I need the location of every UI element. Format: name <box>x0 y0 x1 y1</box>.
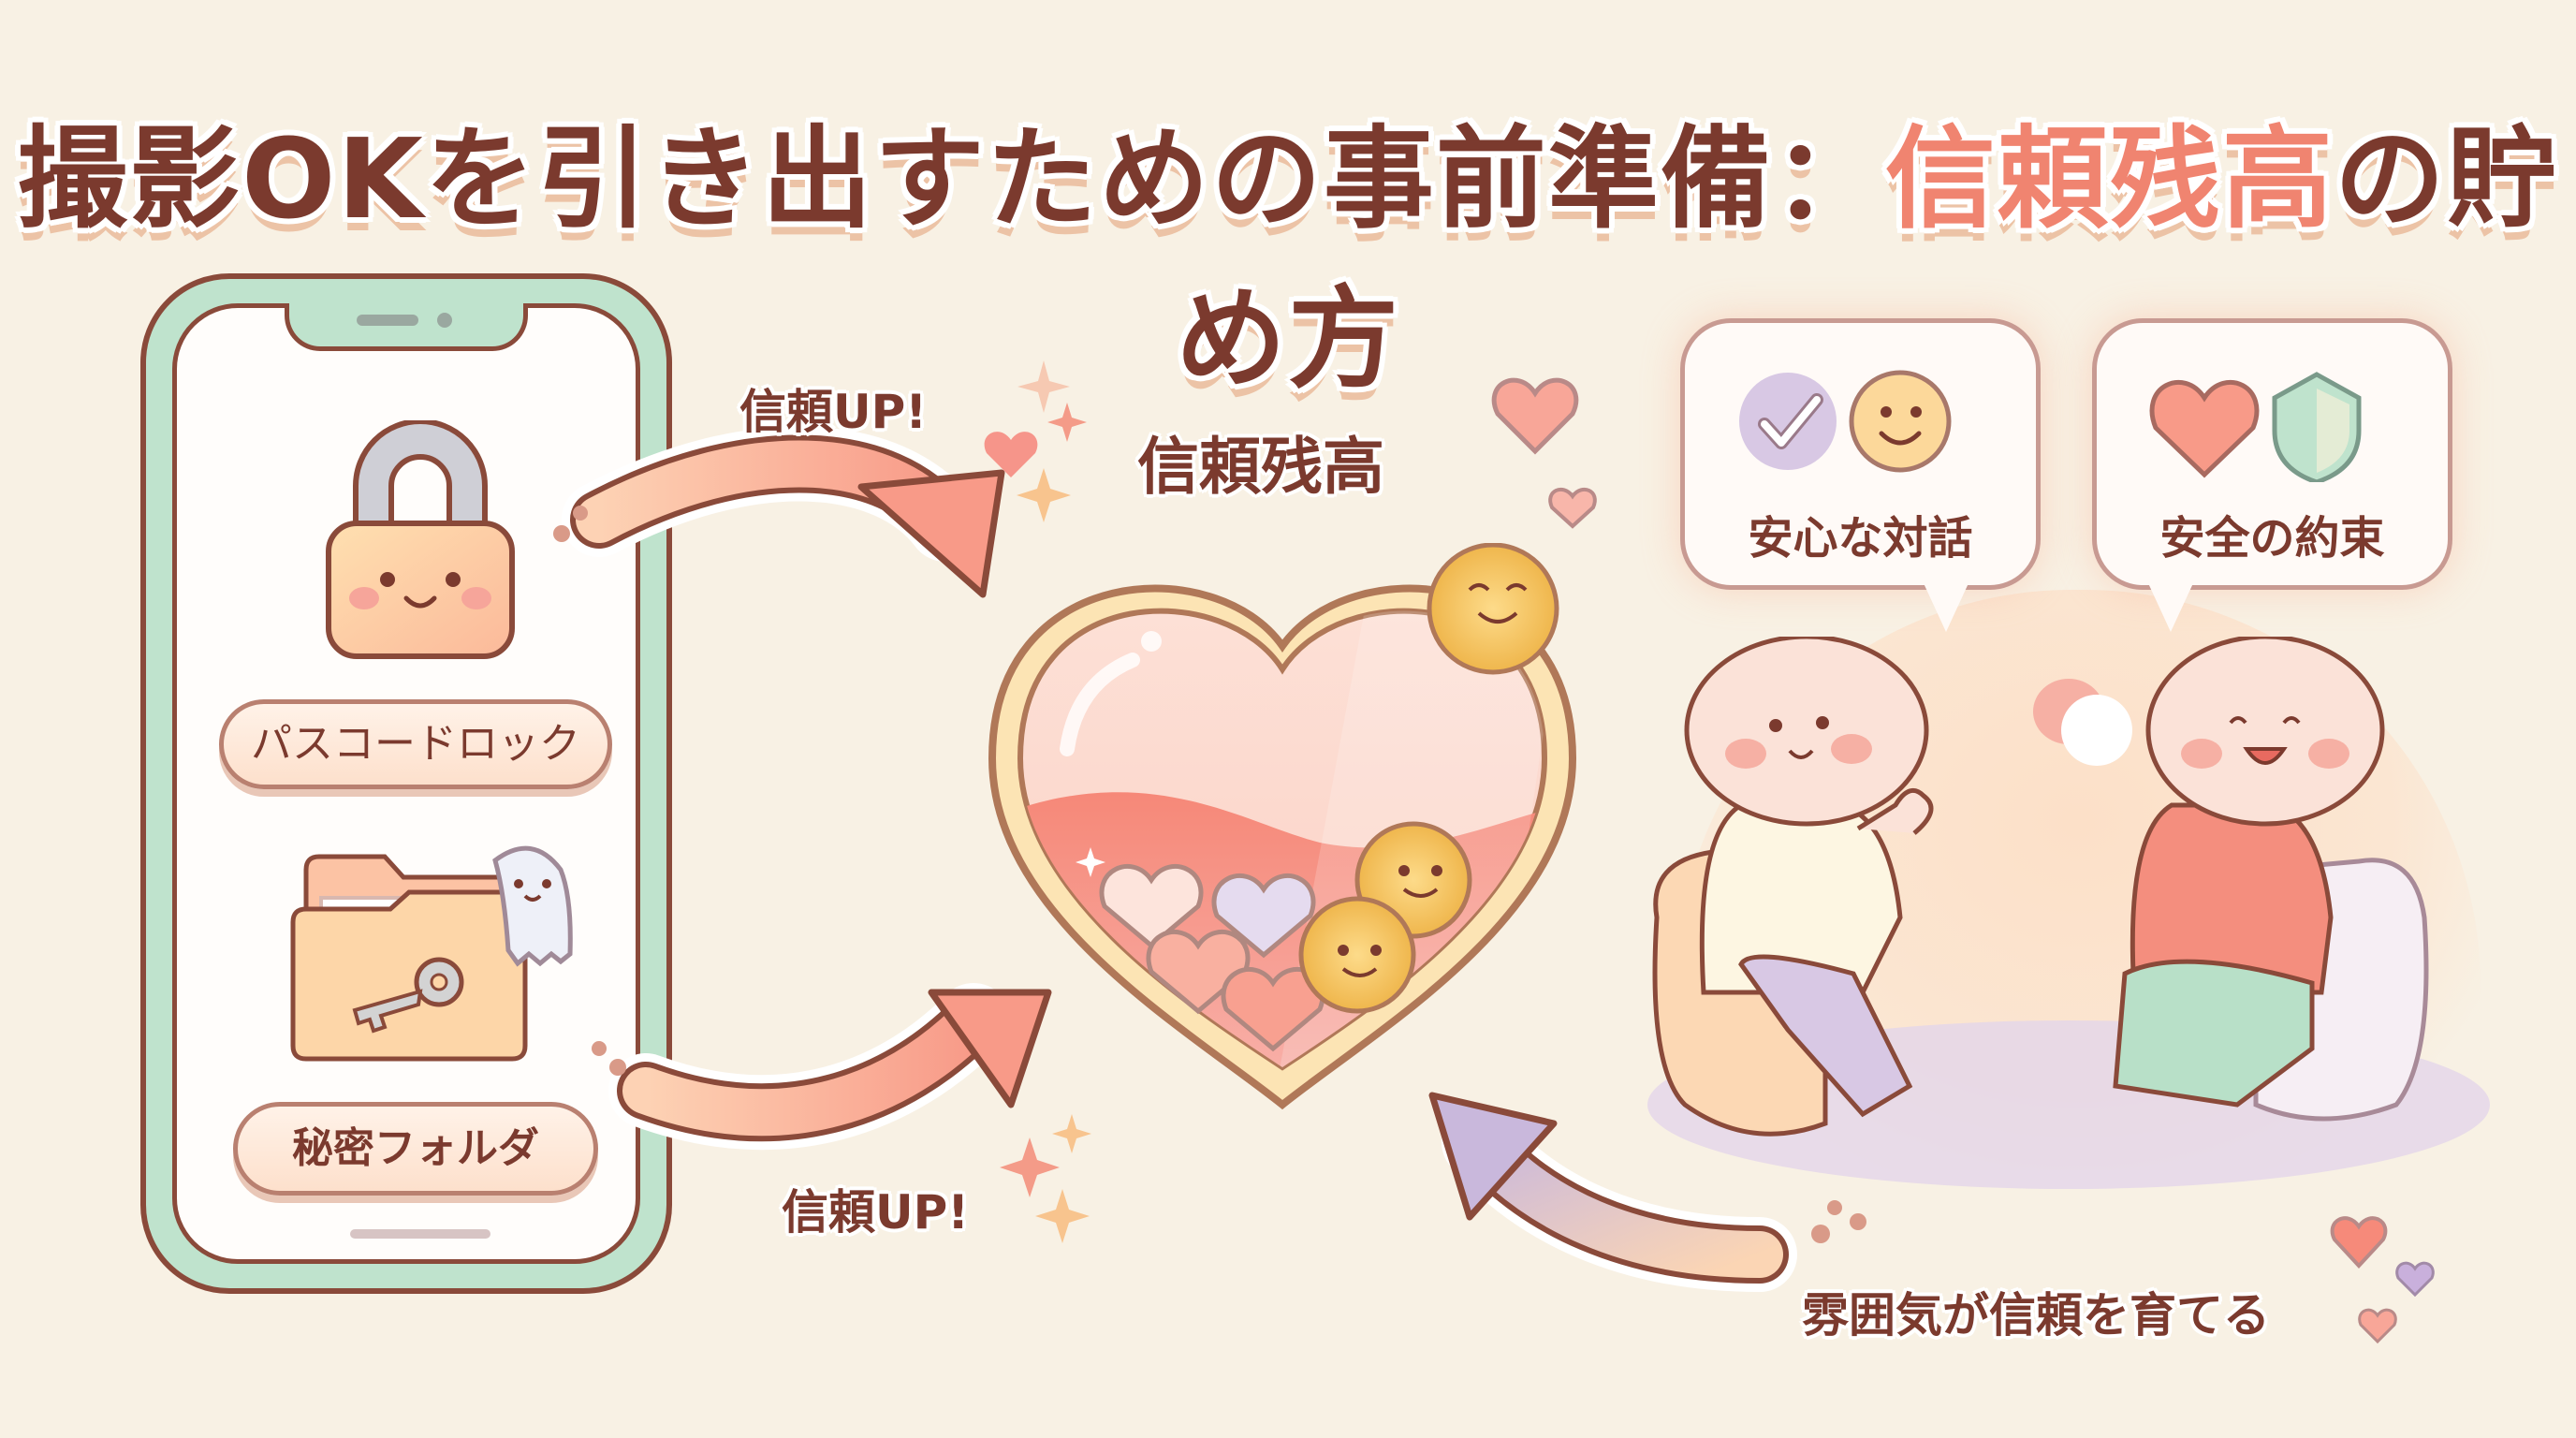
floating-hearts-decor <box>984 377 2435 1344</box>
sparkles-decor <box>1000 360 1091 1243</box>
arrow-top-icon <box>562 426 1005 598</box>
smartphone-illustration: パスコードロック 秘密フォルダ <box>140 273 672 1294</box>
speech-bubble-safety-promise: 安全の約束 <box>2092 318 2452 632</box>
coins <box>1298 543 1559 1014</box>
atmosphere-label: 雰囲気が信頼を育てる <box>1802 1288 2270 1343</box>
safe-dialogue-label: 安心な対話 <box>1748 512 1973 565</box>
phone-notch <box>285 303 528 351</box>
trust-up-label-top: 信頼UP! <box>739 385 928 439</box>
chat-bubbles-icon <box>2033 679 2132 766</box>
secret-folder-icon <box>290 845 573 1062</box>
person-left <box>1684 637 1934 1118</box>
phone-screen: パスコードロック 秘密フォルダ <box>172 303 640 1264</box>
smiling-padlock-icon <box>326 420 515 659</box>
title-prefix: 撮影OKを引き出すための事前準備： <box>17 114 1885 243</box>
ghost-icon <box>492 845 573 967</box>
person-right <box>2113 637 2385 1108</box>
title-suffix: の貯め方 <box>1175 114 2559 404</box>
smiley-face-icon <box>1849 370 1952 473</box>
speech-bubble-safe-dialogue: 安心な対話 <box>1680 318 2041 632</box>
trust-up-label-bottom: 信頼UP! <box>782 1185 970 1240</box>
passcode-lock-label: パスコードロック <box>219 699 612 789</box>
title-highlight: 信頼残高 <box>1884 114 2334 243</box>
small-hearts <box>1099 863 1325 1052</box>
checkmark-icon <box>1739 373 1837 470</box>
page-title: 撮影OKを引き出すための事前準備：信頼残高の貯め方 <box>0 89 2576 409</box>
center-label: 信頼残高 <box>1137 431 1384 503</box>
heart-jar-with-coins-icon <box>988 543 1577 1110</box>
shield-icon <box>2272 372 2362 482</box>
safety-promise-label: 安全の約束 <box>2159 512 2385 565</box>
heart-icon <box>2149 379 2260 478</box>
dots-decor <box>553 506 1866 1243</box>
two-people-talking-illustration <box>1652 637 2429 1137</box>
arrow-return-icon <box>1428 1092 1797 1292</box>
arrow-bottom-icon <box>608 983 1052 1151</box>
secret-folder-label: 秘密フォルダ <box>233 1102 598 1196</box>
home-indicator <box>350 1229 490 1239</box>
